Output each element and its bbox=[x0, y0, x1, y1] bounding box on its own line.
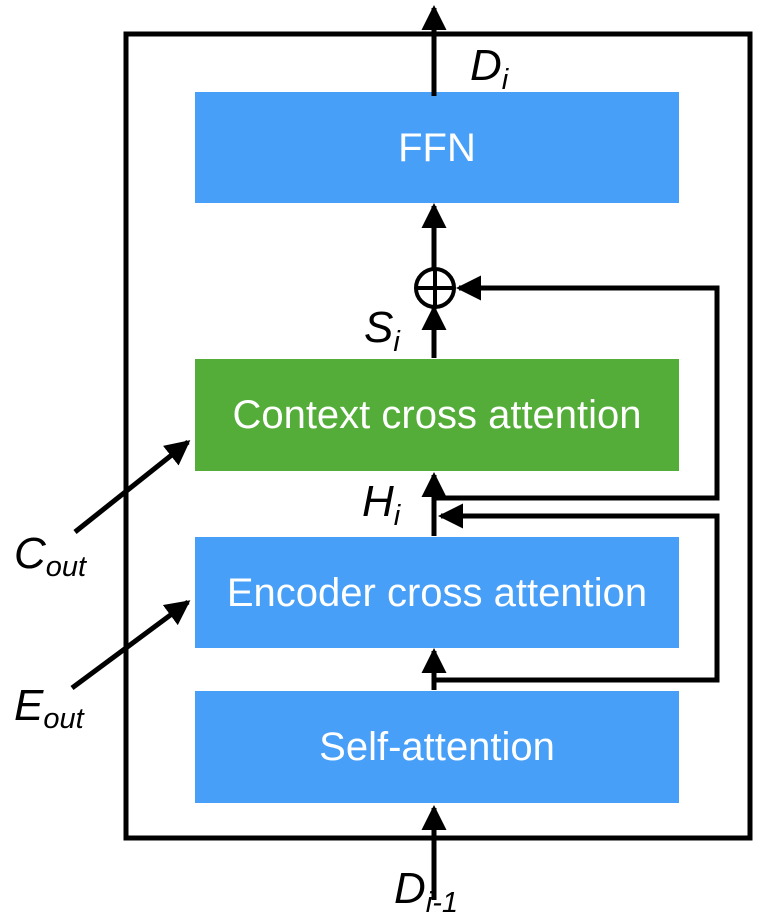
ffn-label: FFN bbox=[398, 126, 476, 170]
self-attention-rect bbox=[195, 691, 679, 803]
context-cross-attention-block: Context cross attention bbox=[195, 359, 679, 471]
label-h-i-main: H bbox=[362, 477, 394, 526]
residual-line-context bbox=[434, 275, 720, 501]
encoder-cross-attention-block: Encoder cross attention bbox=[195, 537, 679, 648]
label-e-out: Eout bbox=[14, 681, 86, 735]
e-out-arrow bbox=[70, 599, 191, 691]
label-e-out-sub: out bbox=[43, 703, 85, 735]
label-h-i: Hi bbox=[362, 477, 402, 532]
residual-line-encoder bbox=[434, 503, 720, 683]
label-h-i-sub: i bbox=[394, 500, 402, 532]
label-e-out-main: E bbox=[14, 681, 44, 730]
ffn-block: FFN bbox=[195, 92, 679, 203]
label-d-i-minus-1-main: D bbox=[394, 864, 426, 913]
circled-plus-icon bbox=[414, 267, 456, 309]
encoder-cross-attention-label: Encoder cross attention bbox=[227, 571, 647, 615]
label-s-i-main: S bbox=[364, 303, 393, 352]
label-d-i-minus-1-sub: i-1 bbox=[426, 887, 458, 919]
encoder-cross-attention-rect bbox=[195, 537, 679, 648]
label-d-i: Di bbox=[470, 41, 510, 96]
label-s-i-sub: i bbox=[393, 326, 401, 358]
label-s-i: Si bbox=[364, 303, 401, 358]
label-d-i-main: D bbox=[470, 41, 502, 90]
label-c-out-main: C bbox=[14, 529, 47, 578]
label-c-out: Cout bbox=[14, 529, 88, 583]
self-attention-block: Self-attention bbox=[195, 691, 679, 803]
label-c-out-sub: out bbox=[46, 551, 88, 583]
self-attention-label: Self-attention bbox=[319, 725, 555, 769]
context-cross-attention-rect bbox=[195, 359, 679, 471]
context-cross-attention-label: Context cross attention bbox=[232, 393, 641, 437]
label-d-i-minus-1: Di-1 bbox=[394, 864, 458, 919]
label-d-i-sub: i bbox=[502, 64, 510, 96]
c-out-arrow bbox=[73, 440, 191, 534]
decoder-layer-frame bbox=[123, 31, 753, 841]
ffn-block-rect bbox=[195, 92, 679, 203]
